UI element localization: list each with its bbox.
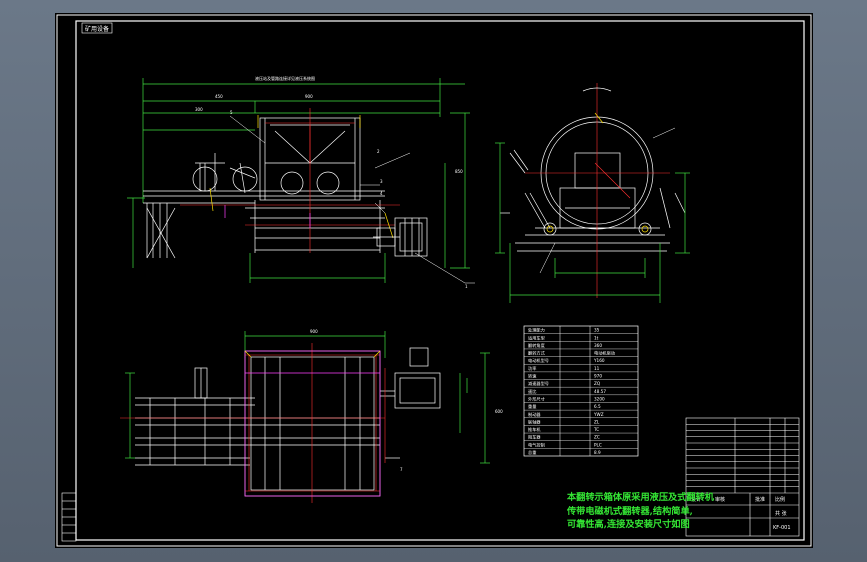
param-value: ZQ <box>594 381 601 386</box>
param-label: 外形尺寸 <box>528 395 545 402</box>
technical-note: 本翻转示箱体原采用液压及式翻转机 传带电磁机式翻转器,结构简单, 可靠性高,连接… <box>567 491 714 532</box>
revision-strip <box>61 492 77 542</box>
svg-text:液压站及管路连接详见液压系统图: 液压站及管路连接详见液压系统图 <box>255 75 315 81</box>
title-block <box>685 417 800 537</box>
param-value: 48.57 <box>594 389 606 394</box>
param-value: 6.5 <box>594 404 601 409</box>
param-value: ZL <box>594 419 600 424</box>
note-line-3: 可靠性高,连接及安装尺寸如图 <box>567 519 690 530</box>
param-value: PLC <box>594 442 602 447</box>
param-label: 适用车型 <box>528 334 545 341</box>
param-label: 电动机型号 <box>528 357 549 364</box>
note-line-2: 传带电磁机式翻转器,结构简单, <box>567 505 693 517</box>
svg-text:5: 5 <box>230 110 233 115</box>
svg-text:3: 3 <box>380 179 383 184</box>
param-value: ZC <box>594 435 600 440</box>
param-value: 3200 <box>594 396 605 401</box>
param-value: 11 <box>594 366 600 371</box>
svg-text:600: 600 <box>495 409 503 414</box>
param-value: 电动机驱动 <box>594 350 615 357</box>
param-value: 1t <box>594 335 599 340</box>
svg-text:300: 300 <box>195 107 203 112</box>
param-label: 联轴器 <box>528 418 541 425</box>
svg-text:7: 7 <box>400 467 403 472</box>
param-value: TC <box>593 427 599 432</box>
param-value: 970 <box>594 374 602 379</box>
param-label: 减速器型号 <box>528 380 549 387</box>
frame-tag: 矿用设备 <box>85 25 109 33</box>
front-elevation-view: 液压站及管路连接详见液压系统图 450 900 300 850 1 2 3 4 … <box>127 75 475 289</box>
tb-design: 设计 <box>691 496 701 503</box>
param-label: 功率 <box>528 365 536 372</box>
param-value: Y160 <box>593 358 605 363</box>
svg-text:900: 900 <box>305 94 313 99</box>
plan-view: 900 600 7 <box>120 329 503 503</box>
param-label: 处理能力 <box>528 327 545 334</box>
svg-text:900: 900 <box>310 329 318 334</box>
title-block-labels: 设计 审核 批准 比例 共 张 KF-001 <box>691 496 791 531</box>
param-label: 转速 <box>528 373 537 380</box>
param-value: 8.9 <box>594 450 601 455</box>
note-line-1: 本翻转示箱体原采用液压及式翻转机 <box>567 492 714 503</box>
param-label: 翻转方式 <box>528 350 546 357</box>
param-label: 重量 <box>528 403 536 410</box>
param-label: 翻转角度 <box>528 342 546 349</box>
param-label: 总重 <box>528 449 536 455</box>
param-label: 阻车器 <box>528 434 541 441</box>
tb-scale: 比例 <box>775 496 785 503</box>
drawing-sheet: 液压站及管路连接详见液压系统图 450 900 300 850 1 2 3 4 … <box>55 13 813 548</box>
param-label: 电气控制 <box>528 441 545 448</box>
svg-text:2: 2 <box>377 149 380 154</box>
svg-text:450: 450 <box>215 94 223 99</box>
tb-check: 审核 <box>715 496 725 503</box>
param-value: YWZ <box>593 412 604 417</box>
param-label: 速比 <box>528 388 536 395</box>
svg-text:1: 1 <box>465 284 468 289</box>
svg-text:4: 4 <box>380 191 383 196</box>
param-value: 35 <box>594 328 600 333</box>
svg-text:850: 850 <box>455 169 463 174</box>
param-label: 推车机 <box>528 426 541 433</box>
cad-drawing: 液压站及管路连接详见液压系统图 450 900 300 850 1 2 3 4 … <box>56 14 812 547</box>
param-label: 制动器 <box>528 411 541 418</box>
tb-approve: 批准 <box>755 496 765 503</box>
tb-sheet: 共 张 <box>775 510 787 517</box>
tb-drawing-no: KF-001 <box>773 525 791 531</box>
side-elevation-view <box>495 83 690 303</box>
param-value: 360 <box>594 343 602 348</box>
